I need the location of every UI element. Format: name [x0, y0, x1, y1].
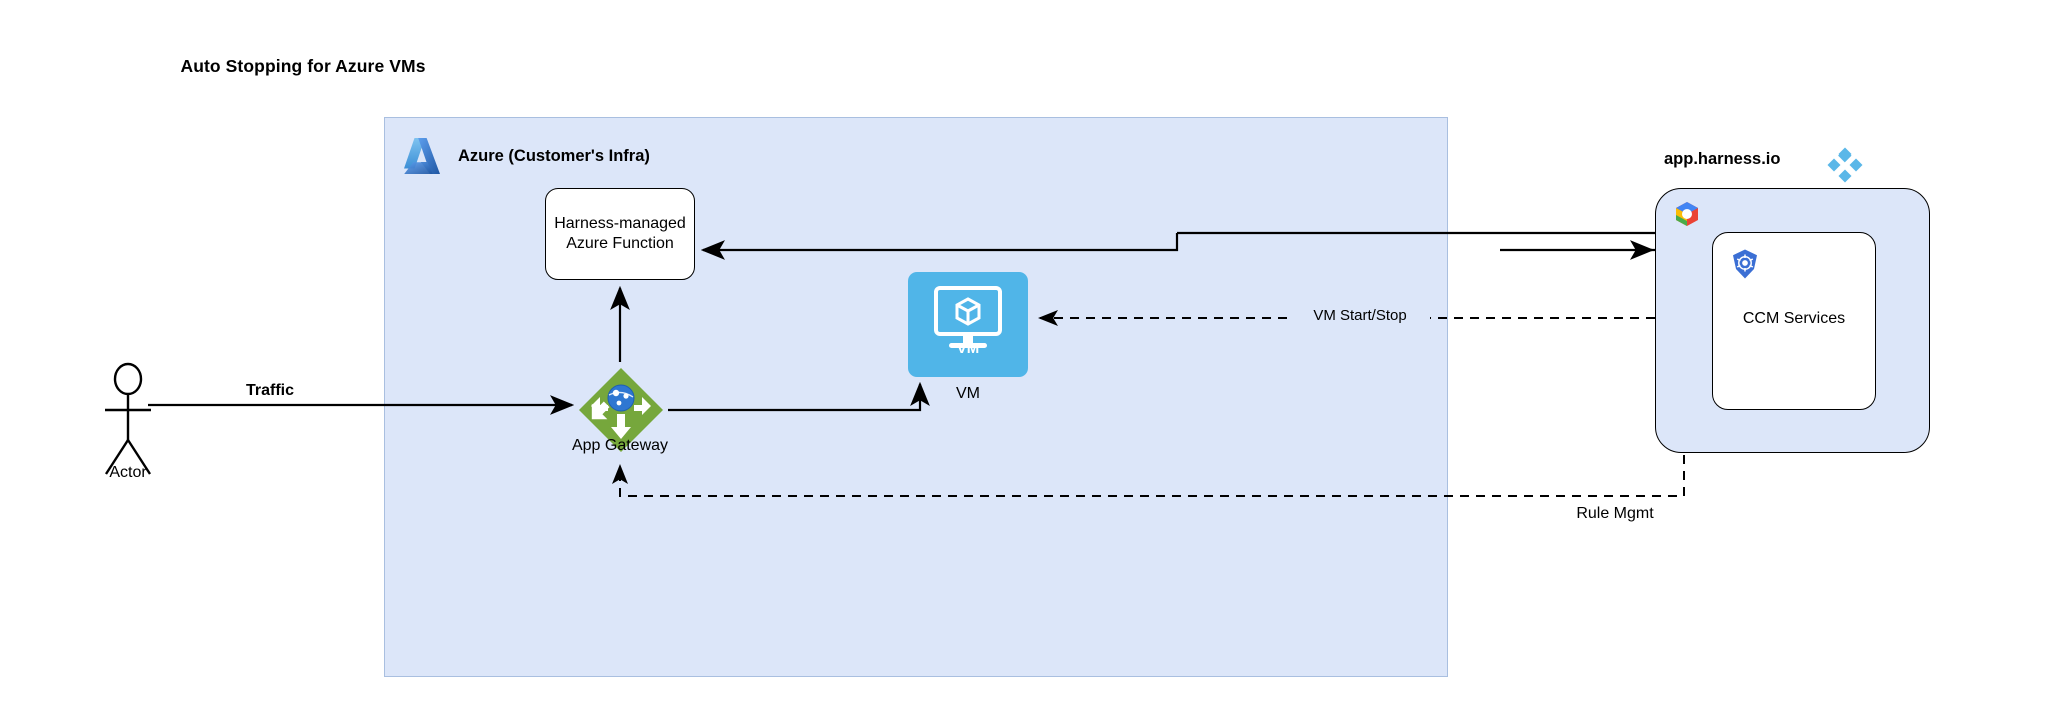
gcp-logo [1668, 200, 1706, 236]
harness-logo [1826, 146, 1864, 184]
azure-container-label: Azure (Customer's Infra) [458, 147, 650, 165]
kubernetes-logo [1729, 248, 1761, 280]
virtual-machine-label: VM [956, 385, 980, 402]
application-gateway-icon[interactable] [578, 367, 664, 453]
azure-function-node[interactable]: Harness-managed Azure Function [545, 188, 695, 280]
actor-label: Actor [109, 464, 147, 481]
virtual-machine-icon[interactable] [908, 272, 1028, 377]
harness-app-label: app.harness.io [1664, 150, 1781, 168]
page-title: Auto Stopping for Azure VMs [180, 56, 426, 76]
ccm-services-label: CCM Services [1742, 310, 1846, 327]
rule-mgmt-edge-label: Rule Mgmt [1545, 505, 1685, 523]
azure-logo [399, 133, 445, 179]
application-gateway-label: App Gateway [571, 437, 669, 454]
actor-stick-figure-icon[interactable] [98, 362, 158, 477]
azure-function-label: Harness-managed Azure Function [554, 214, 686, 252]
traffic-edge-label: Traffic [245, 382, 294, 399]
vm-start-stop-edge-label: VM Start/Stop [1290, 307, 1430, 324]
virtual-machine-icon-text: VM [956, 340, 980, 357]
